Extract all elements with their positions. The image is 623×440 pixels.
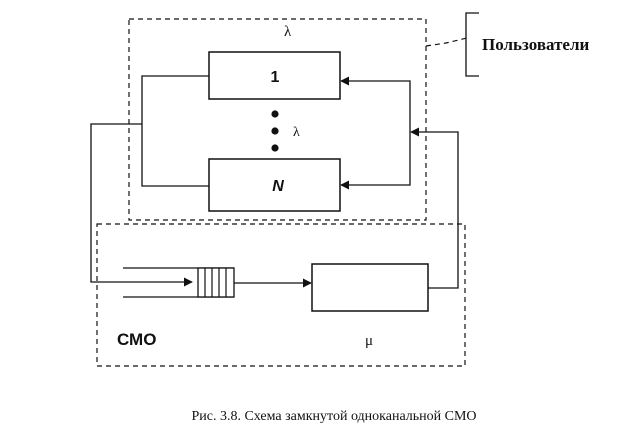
smo-group-boundary [96,223,466,367]
smo-label: СМО [117,330,156,349]
queue-buffer [197,267,235,298]
users-bracket [465,12,479,77]
input-rate-top-label: λ [284,24,292,40]
users-label: Пользователи [482,35,590,54]
dots-rate-label: λ [293,125,300,140]
output-merge-line [141,75,209,187]
figure-caption: Рис. 3.8. Схема замкнутой одноканальной … [191,409,476,424]
ellipsis-dot [271,127,279,135]
to-queue-line [90,123,193,287]
service-rate-label: μ [365,333,373,349]
users-group-boundary [128,18,427,221]
channel-box-n [208,158,341,212]
return-line [410,127,459,289]
server-box [311,263,429,312]
input-split-line-lower [340,132,411,190]
channel-box-1 [208,51,341,100]
input-split-line [340,76,411,132]
channel-box-1-label: 1 [271,69,280,86]
channel-box-n-label: N [272,178,284,195]
ellipsis-dot [271,110,279,118]
users-connector-dashed [425,37,468,47]
ellipsis-dot [271,144,279,152]
